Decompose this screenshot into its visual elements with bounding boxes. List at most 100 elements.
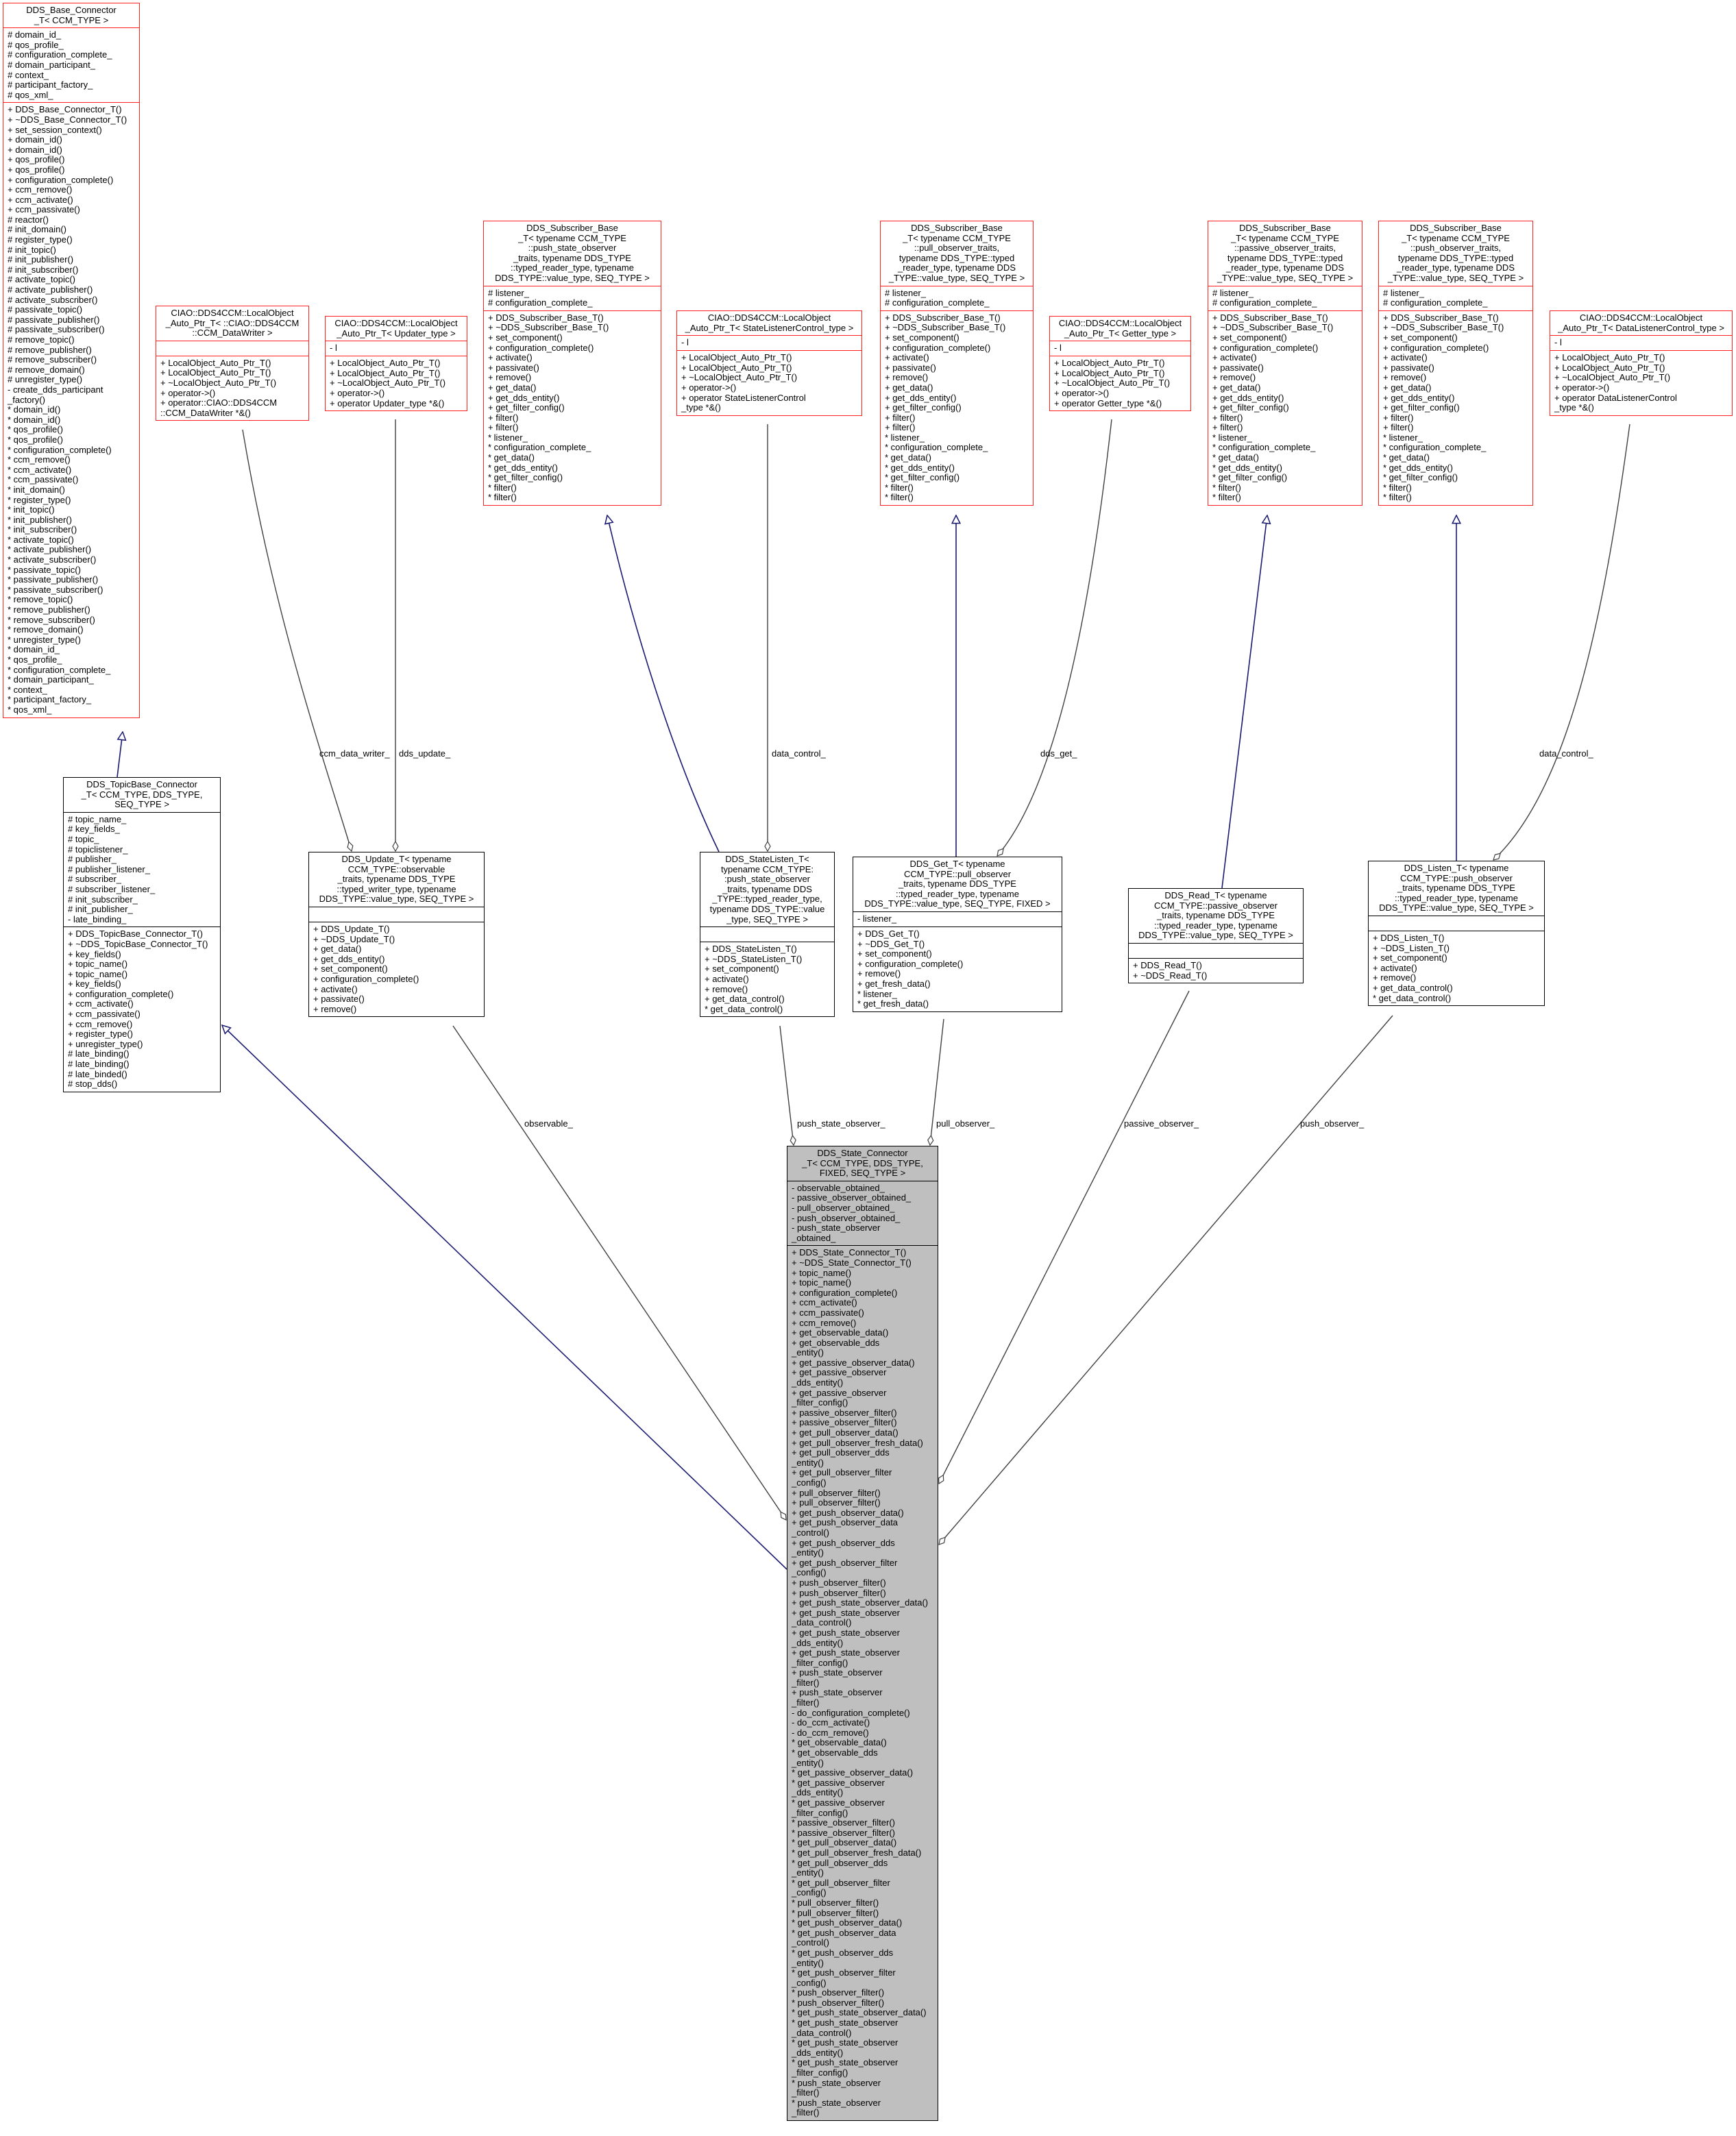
attribute-item[interactable]: - observable_obtained_ — [792, 1182, 885, 1193]
method-item[interactable]: + passive_observer_filter() — [792, 1417, 897, 1428]
method-item[interactable]: _control() — [792, 1937, 829, 1948]
attribute-item[interactable]: # qos_profile_ — [8, 39, 64, 50]
method-item[interactable]: + LocalObject_Auto_Ptr_T() — [1054, 367, 1165, 378]
method-item[interactable]: * unregister_type() — [8, 634, 81, 645]
method-item[interactable]: + domain_id() — [8, 134, 62, 145]
attribute-item[interactable]: # configuration_complete_ — [488, 297, 593, 308]
method-item[interactable]: * get_data() — [488, 452, 535, 463]
method-item[interactable]: + passivate() — [1212, 362, 1264, 373]
method-item[interactable]: # remove_topic() — [8, 334, 75, 345]
method-item[interactable]: + get_data() — [488, 382, 537, 393]
method-item[interactable]: + operator DataListenerControl — [1554, 392, 1677, 403]
method-item[interactable]: * get_push_state_observer — [792, 2017, 898, 2028]
method-item[interactable]: * filter() — [1212, 482, 1241, 493]
class-box-sub-push-state[interactable]: DDS_Subscriber_Base_T< typename CCM_TYPE… — [483, 221, 661, 506]
method-item[interactable]: + configuration_complete() — [488, 342, 594, 353]
method-item[interactable]: + ~DDS_Listen_T() — [1373, 942, 1450, 953]
method-item[interactable]: + set_component() — [705, 963, 779, 974]
method-item[interactable]: + topic_name() — [792, 1277, 852, 1288]
method-item[interactable]: * pull_observer_filter() — [792, 1907, 879, 1918]
method-item[interactable]: # init_domain() — [8, 224, 66, 235]
method-item[interactable]: + activate() — [1373, 962, 1417, 973]
method-item[interactable]: _entity() — [792, 1957, 824, 1968]
method-item[interactable]: # remove_subscriber() — [8, 354, 97, 365]
method-item[interactable]: + configuration_complete() — [68, 988, 174, 999]
method-item[interactable]: _entity() — [792, 1757, 824, 1768]
method-item[interactable]: + filter() — [1383, 412, 1414, 423]
method-item[interactable]: * participant_factory_ — [8, 694, 92, 705]
method-item[interactable]: _factory() — [8, 394, 45, 405]
method-item[interactable]: + DDS_Read_T() — [1133, 959, 1202, 970]
method-item[interactable]: + DDS_Listen_T() — [1373, 932, 1445, 943]
method-item[interactable]: * get_filter_config() — [1383, 472, 1458, 483]
method-item[interactable]: + LocalObject_Auto_Ptr_T() — [160, 367, 271, 378]
method-item[interactable]: + operator::CIAO::DDS4CCM — [160, 397, 278, 408]
method-item[interactable]: _dds_entity() — [792, 1637, 844, 1648]
method-item[interactable]: + passivate() — [885, 362, 936, 373]
attribute-item[interactable]: # configuration_complete_ — [8, 49, 112, 60]
method-item[interactable]: + get_passive_observer — [792, 1367, 887, 1378]
method-item[interactable]: + operator->() — [1054, 387, 1110, 398]
method-item[interactable]: + LocalObject_Auto_Ptr_T() — [160, 357, 271, 368]
method-item[interactable]: + remove() — [488, 372, 532, 383]
attribute-item[interactable]: - listener_ — [857, 913, 897, 924]
attribute-item[interactable]: # subscriber_listener_ — [68, 883, 156, 894]
method-item[interactable]: * get_dds_entity() — [1212, 462, 1282, 473]
method-item[interactable]: * get_pull_observer_data() — [792, 1837, 897, 1848]
method-item[interactable]: + ccm_passivate() — [8, 204, 80, 215]
attribute-item[interactable]: # init_publisher_ — [68, 904, 133, 915]
method-item[interactable]: + get_pull_observer_data() — [792, 1427, 898, 1438]
class-box-base[interactable]: DDS_Base_Connector_T< CCM_TYPE ># domain… — [3, 3, 140, 718]
class-box-ciao-updater[interactable]: CIAO::DDS4CCM::LocalObject_Auto_Ptr_T< U… — [325, 316, 467, 412]
attribute-item[interactable]: # publisher_listener_ — [68, 863, 150, 874]
method-item[interactable]: + ~DDS_Base_Connector_T() — [8, 114, 127, 125]
method-item[interactable]: * qos_profile_ — [8, 654, 62, 665]
method-item[interactable]: + topic_name() — [792, 1267, 852, 1278]
method-item[interactable]: * get_data() — [1383, 452, 1430, 463]
method-item[interactable]: * get_dds_entity() — [885, 462, 955, 473]
method-item[interactable]: * listener_ — [1212, 432, 1252, 443]
method-item[interactable]: + ccm_remove() — [792, 1317, 857, 1328]
method-item[interactable]: * get_data_control() — [705, 1003, 783, 1014]
attribute-item[interactable]: # publisher_ — [68, 854, 117, 865]
method-item[interactable]: * ccm_passivate() — [8, 474, 79, 485]
method-item[interactable]: * get_push_observer_filter — [792, 1967, 896, 1978]
attribute-item[interactable]: # configuration_complete_ — [1212, 297, 1317, 308]
method-item[interactable]: + pull_observer_filter() — [792, 1497, 881, 1508]
method-item[interactable]: + DDS_Get_T() — [857, 928, 920, 939]
method-item[interactable]: + set_component() — [1212, 332, 1287, 343]
method-item[interactable]: + qos_profile() — [8, 154, 65, 165]
method-item[interactable]: + ccm_activate() — [792, 1297, 857, 1308]
method-item[interactable]: + get_filter_config() — [1383, 402, 1460, 413]
class-box-statelisten[interactable]: DDS_StateListen_T<typename CCM_TYPE::pus… — [700, 852, 835, 1018]
method-item[interactable]: + key_fields() — [68, 948, 121, 959]
method-item[interactable]: * filter() — [488, 482, 517, 493]
attribute-item[interactable]: # key_fields_ — [68, 824, 120, 835]
method-item[interactable]: + get_dds_entity() — [313, 953, 385, 964]
method-item[interactable]: + get_pull_observer_dds — [792, 1447, 890, 1458]
method-item[interactable]: + filter() — [488, 422, 519, 433]
method-item[interactable]: + get_data_control() — [1373, 982, 1453, 993]
method-item[interactable]: _type *&() — [1554, 402, 1594, 413]
method-item[interactable]: + activate() — [313, 983, 358, 994]
method-item[interactable]: + passivate() — [488, 362, 539, 373]
method-item[interactable]: + get_data() — [1383, 382, 1432, 393]
method-item[interactable]: * push_state_observer — [792, 2077, 881, 2088]
attribute-item[interactable]: _obtained_ — [792, 1232, 836, 1243]
attribute-item[interactable]: # listener_ — [885, 287, 926, 298]
method-item[interactable]: _filter() — [792, 1677, 820, 1688]
method-item[interactable]: _filter_config() — [792, 1657, 848, 1668]
method-item[interactable]: # register_type() — [8, 234, 73, 245]
method-item[interactable]: * get_dds_entity() — [1383, 462, 1453, 473]
method-item[interactable]: # unregister_type() — [8, 374, 83, 385]
attribute-item[interactable]: # domain_id_ — [8, 29, 62, 40]
method-item[interactable]: * configuration_complete_ — [885, 442, 988, 453]
method-item[interactable]: * remove_publisher() — [8, 604, 90, 615]
method-item[interactable]: # passivate_topic() — [8, 304, 83, 315]
method-item[interactable]: + push_observer_filter() — [792, 1587, 886, 1598]
method-item[interactable]: + key_fields() — [68, 979, 121, 990]
method-item[interactable]: + DDS_Subscriber_Base_T() — [1383, 312, 1499, 323]
